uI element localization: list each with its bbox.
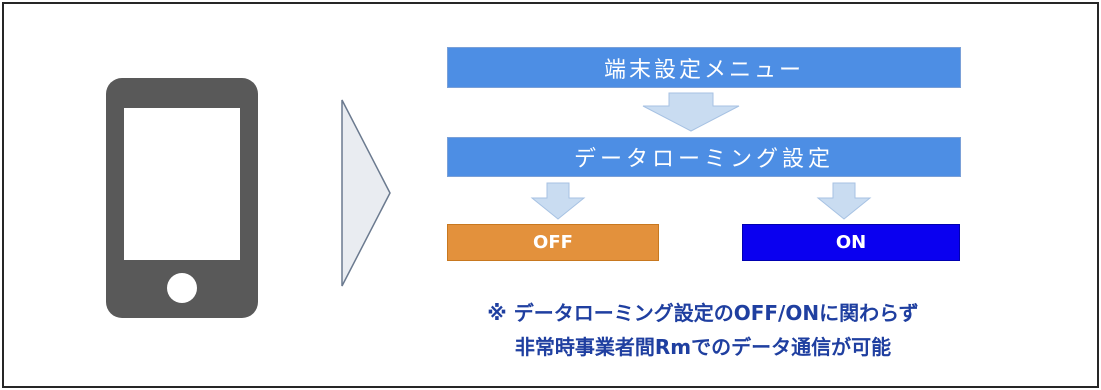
- arrow-down-icon: [642, 92, 740, 132]
- arrow-down-icon: [530, 182, 586, 220]
- footnote-line-1: ※ データローミング設定のOFF/ONに関わらず: [487, 301, 919, 325]
- smartphone-icon: [106, 78, 258, 318]
- settings-menu-label: 端末設定メニュー: [603, 57, 804, 83]
- off-option-box: OFF: [447, 224, 659, 261]
- on-option-label: ON: [835, 232, 867, 253]
- chevron-right-icon: [341, 99, 391, 287]
- off-option-label: OFF: [533, 232, 573, 253]
- footnote: ※ データローミング設定のOFF/ONに関わらず 非常時事業者間Rmでのデータ通…: [400, 296, 1006, 364]
- settings-menu-box: 端末設定メニュー: [447, 47, 961, 88]
- data-roaming-setting-label: データローミング設定: [573, 147, 834, 172]
- footnote-line-2: 非常時事業者間Rmでのデータ通信が可能: [514, 335, 892, 359]
- on-option-box: ON: [742, 224, 960, 261]
- data-roaming-setting-box: データローミング設定: [447, 137, 961, 177]
- arrow-down-icon: [816, 182, 872, 220]
